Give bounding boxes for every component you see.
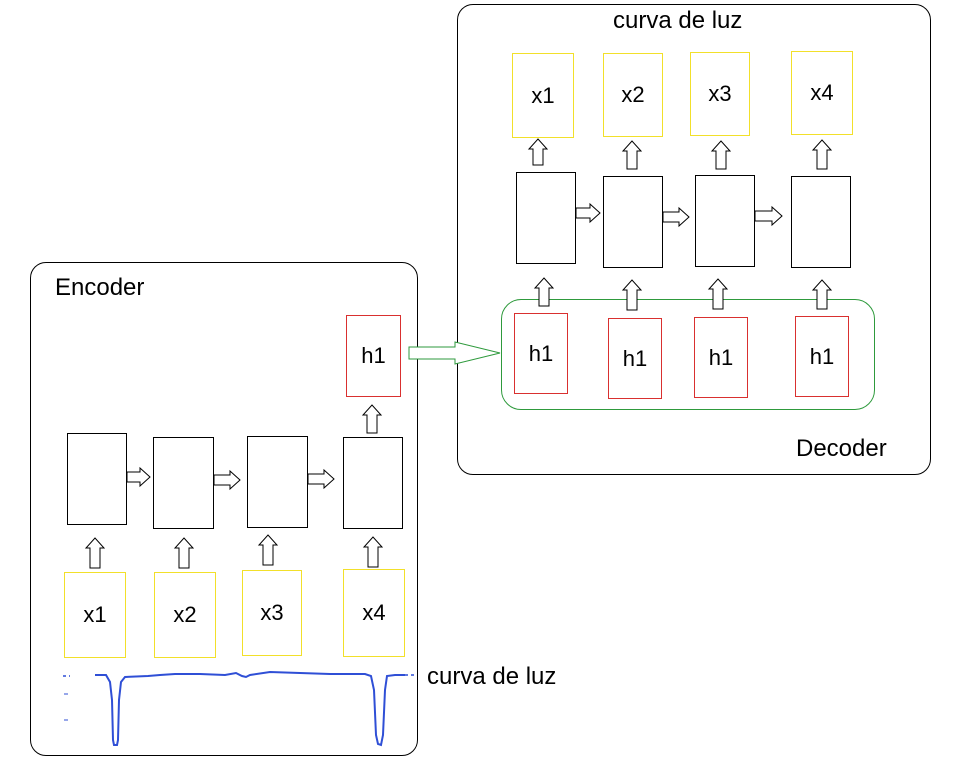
decoder-up-arrow-out-1 (527, 138, 549, 166)
decoder-right-arrow-1 (575, 202, 601, 224)
encoder-input-x4: x4 (343, 569, 405, 657)
decoder-up-arrow-2 (621, 279, 643, 311)
decoder-output-x2: x2 (603, 53, 663, 137)
decoder-hidden-group (501, 299, 875, 410)
encoder-cell-3 (247, 436, 308, 528)
decoder-output-label: curva de luz (613, 7, 743, 34)
decoder-hidden-h1-2: h1 (608, 318, 662, 399)
decoder-right-arrow-2 (662, 206, 690, 228)
encoder-title: Encoder (55, 274, 145, 301)
decoder-output-x3: x3 (690, 52, 750, 136)
encoder-signal-label: curva de luz (427, 663, 557, 690)
decoder-hidden-h1-1: h1 (514, 313, 568, 394)
decoder-up-arrow-out-4 (811, 139, 833, 170)
decoder-cell-4 (791, 176, 851, 268)
encoder-right-arrow-1 (126, 466, 151, 488)
decoder-cell-2 (603, 176, 663, 268)
decoder-up-arrow-out-2 (621, 140, 643, 170)
encoder-up-arrow-hidden (361, 404, 383, 434)
decoder-up-arrow-1 (533, 277, 555, 307)
decoder-hidden-h1-4: h1 (795, 316, 849, 397)
encoder-input-x2: x2 (154, 572, 216, 658)
decoder-up-arrow-out-3 (710, 140, 732, 170)
decoder-up-arrow-4 (811, 279, 833, 310)
decoder-output-x1: x1 (512, 53, 574, 138)
encoder-input-x3: x3 (242, 570, 302, 656)
encoder-up-arrow-4 (362, 536, 384, 568)
encoder-hidden-h1: h1 (346, 315, 401, 397)
encoder-up-arrow-1 (84, 537, 106, 569)
encoder-input-x1: x1 (64, 572, 126, 658)
encoder-right-arrow-2 (213, 469, 241, 491)
encoder-cell-4 (343, 437, 403, 529)
decoder-right-arrow-3 (754, 205, 783, 227)
handoff-arrow (408, 341, 501, 365)
decoder-hidden-h1-3: h1 (694, 317, 748, 398)
encoder-cell-1 (67, 433, 127, 525)
decoder-cell-3 (695, 175, 755, 267)
encoder-up-arrow-2 (173, 537, 195, 569)
encoder-up-arrow-3 (257, 534, 279, 566)
decoder-up-arrow-3 (707, 278, 729, 310)
decoder-output-x4: x4 (791, 51, 853, 135)
light-curve (63, 670, 415, 747)
encoder-right-arrow-3 (307, 468, 335, 490)
decoder-title: Decoder (796, 435, 887, 462)
